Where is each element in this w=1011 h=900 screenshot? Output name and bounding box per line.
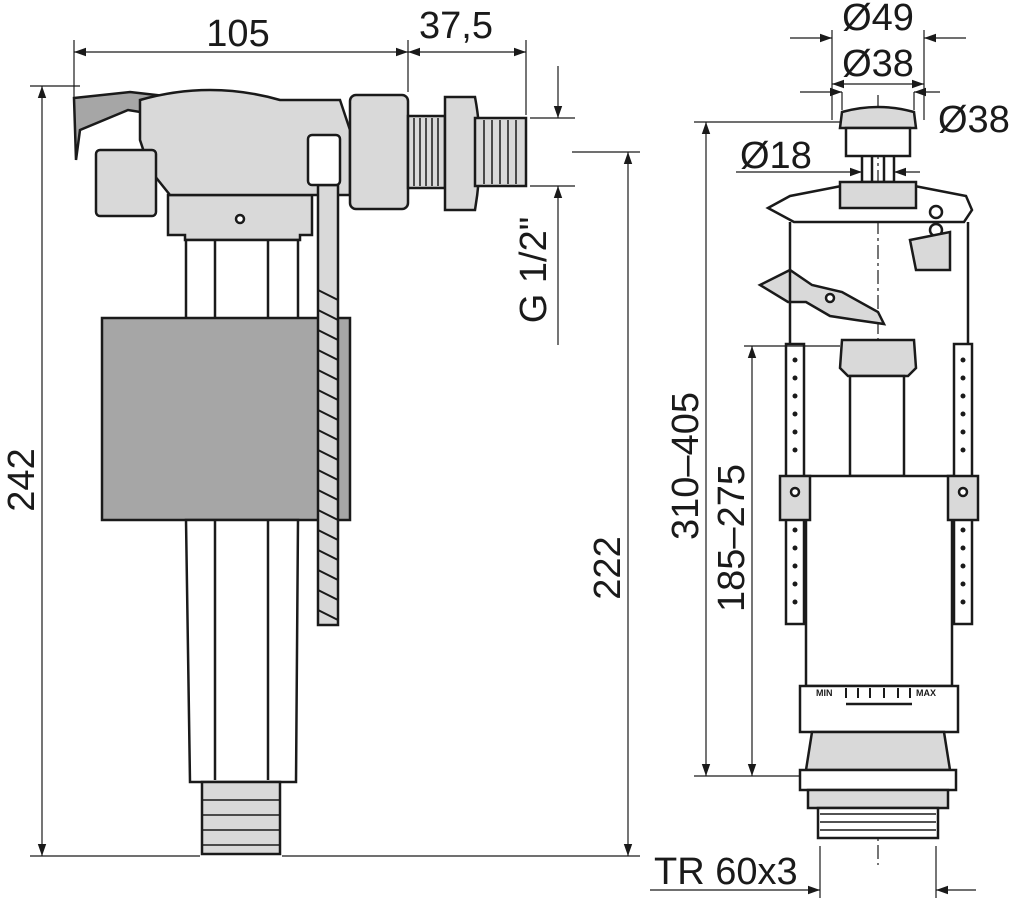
fill-valve-float bbox=[100, 316, 352, 522]
flush-valve-rack-holes bbox=[792, 357, 966, 605]
dim-base-thread: TR 60x3 bbox=[654, 851, 798, 893]
flush-valve: MIN MAX bbox=[757, 95, 980, 865]
flush-valve-lever bbox=[757, 268, 887, 326]
fill-valve-rod-cap bbox=[306, 133, 342, 187]
fill-valve-pin bbox=[234, 213, 246, 225]
flush-valve-overflow-tube bbox=[848, 374, 906, 478]
fill-valve-dimensions: 105 37,5 242 G 1/2" 222 bbox=[1, 5, 640, 857]
scale-ticks bbox=[845, 688, 911, 698]
dim-height-range: 310–405 bbox=[665, 392, 707, 540]
fill-valve-guide bbox=[184, 238, 300, 322]
dim-button-diameter-side: Ø38 bbox=[938, 99, 1010, 141]
flush-valve-overflow-cap bbox=[838, 338, 918, 378]
fill-valve-thread-ridges bbox=[413, 118, 517, 186]
dim-total-height: 242 bbox=[1, 448, 43, 511]
flush-button-body bbox=[844, 126, 912, 158]
dim-button-diameter-top: Ø38 bbox=[842, 43, 914, 85]
dim-thread-length: 37,5 bbox=[419, 5, 493, 47]
fill-valve-nut bbox=[348, 93, 410, 211]
dim-overflow-range: 185–275 bbox=[711, 464, 753, 612]
fill-valve-clip bbox=[94, 148, 158, 218]
fill-valve-rod-spiral bbox=[317, 289, 339, 621]
flush-valve-seal bbox=[804, 730, 952, 772]
dim-inlet-width: 105 bbox=[206, 13, 269, 55]
dim-thread-label: G 1/2" bbox=[513, 217, 555, 323]
fill-valve-stem bbox=[184, 518, 300, 784]
fill-valve bbox=[72, 88, 528, 856]
fill-valve-housing bbox=[138, 88, 352, 197]
flush-valve-dimensions: Ø49 Ø38 Ø38 Ø18 310–405 185–275 TR 60x3 bbox=[650, 0, 1010, 898]
scale-min-label: MIN bbox=[816, 688, 833, 698]
dim-outer-diameter: Ø49 bbox=[842, 0, 914, 39]
flush-valve-cage bbox=[804, 474, 954, 688]
fill-valve-base bbox=[200, 780, 282, 856]
flush-valve-thread-base bbox=[806, 788, 950, 810]
dim-inlet-height: 222 bbox=[587, 536, 629, 599]
flush-button bbox=[838, 105, 918, 130]
scale-max-label: MAX bbox=[916, 688, 936, 698]
dim-stem-diameter: Ø18 bbox=[740, 135, 812, 177]
